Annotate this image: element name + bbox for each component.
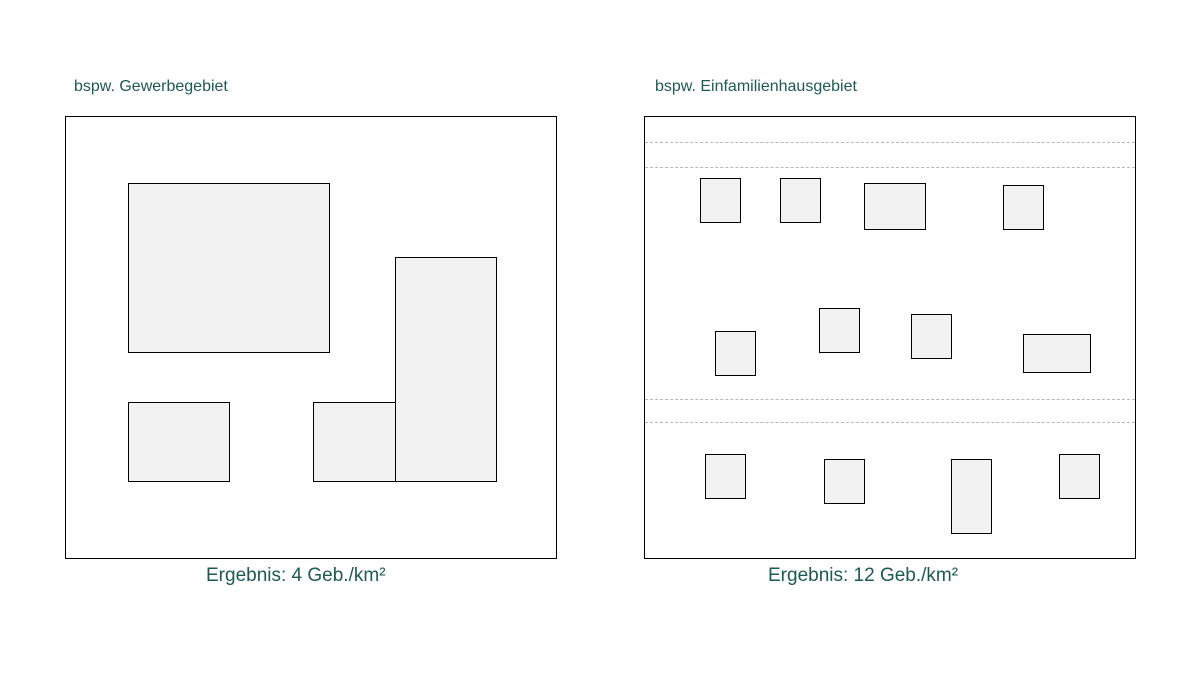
building — [395, 257, 497, 482]
house — [824, 459, 865, 504]
house — [780, 178, 821, 223]
house — [1023, 334, 1091, 373]
building — [128, 402, 230, 482]
housing-area-title: bspw. Einfamilienhausgebiet — [655, 78, 857, 95]
street-edge-line — [645, 167, 1135, 168]
street-edge-line — [645, 422, 1135, 423]
commercial-area-frame — [65, 116, 557, 559]
house — [864, 183, 926, 230]
house — [700, 178, 741, 223]
commercial-area-title: bspw. Gewerbegebiet — [74, 78, 228, 95]
street-edge-line — [645, 142, 1135, 143]
housing-area-result: Ergebnis: 12 Geb./km² — [768, 565, 959, 586]
building — [313, 402, 397, 482]
commercial-area-result: Ergebnis: 4 Geb./km² — [206, 565, 386, 586]
house — [705, 454, 746, 499]
house — [1059, 454, 1100, 499]
house — [715, 331, 756, 376]
housing-area-frame — [644, 116, 1136, 559]
house — [819, 308, 860, 353]
street-edge-line — [645, 399, 1135, 400]
house — [1003, 185, 1044, 230]
house — [911, 314, 952, 359]
building — [128, 183, 330, 353]
house — [951, 459, 992, 534]
